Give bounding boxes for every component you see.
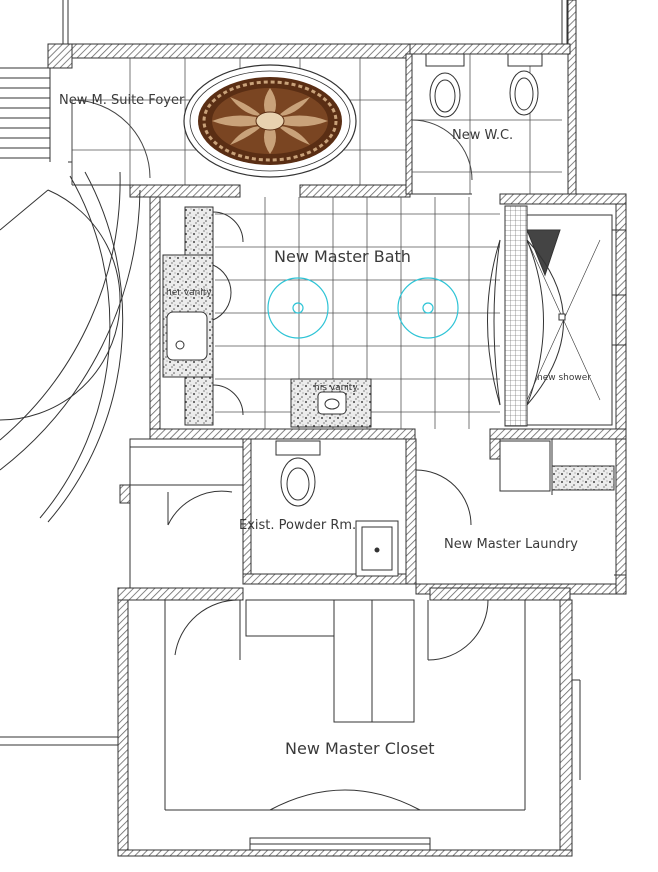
- toilet-wc-1: [425, 53, 465, 118]
- toilet-wc-2: [507, 53, 543, 116]
- foyer-room: [47, 43, 571, 198]
- label-his-vanity: his vanity: [314, 383, 358, 393]
- sink-powder: [355, 520, 399, 577]
- label-new-shower: new shower: [537, 373, 591, 383]
- laundry-room: [415, 438, 627, 595]
- label-laundry: New Master Laundry: [444, 537, 578, 552]
- label-wc: New W.C.: [452, 128, 514, 143]
- shower: [487, 205, 626, 427]
- label-master-closet: New Master Closet: [285, 739, 435, 758]
- label-powder-room: Exist. Powder Rm.: [239, 518, 357, 533]
- her-vanity: [162, 206, 244, 426]
- wc-room: [405, 53, 562, 195]
- label-master-bath: New Master Bath: [274, 247, 411, 266]
- his-vanity: [290, 378, 372, 428]
- floor-medallion: [183, 64, 357, 178]
- stairs: [0, 60, 51, 162]
- powder-room: [119, 438, 417, 590]
- curved-bay: [0, 171, 141, 523]
- closet-room: [0, 587, 581, 857]
- label-foyer: New M. Suite Foyer: [59, 93, 185, 108]
- toilet-powder: [275, 440, 321, 507]
- label-her-vanity: her vanity: [166, 288, 212, 298]
- bath-fixture-circles: [267, 277, 459, 339]
